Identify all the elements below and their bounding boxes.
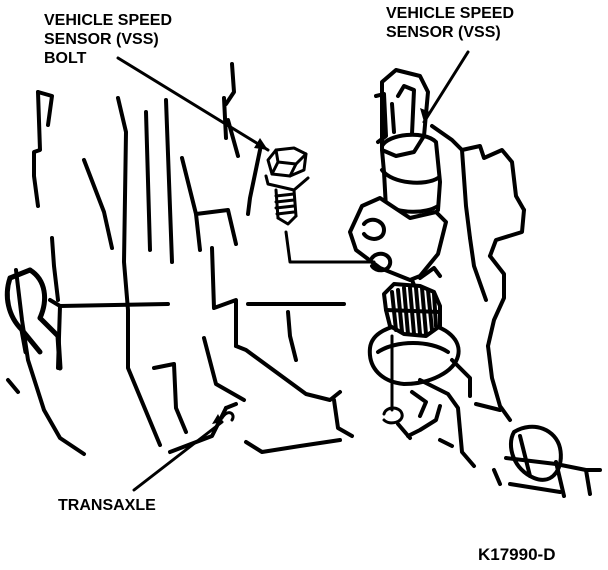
transaxle-housing xyxy=(6,62,602,498)
vss-label-line-1: VEHICLE SPEED xyxy=(386,5,515,22)
vss-label-line-2: SENSOR (VSS) xyxy=(386,24,501,41)
vss-bolt-label: VEHICLE SPEED SENSOR (VSS) BOLT xyxy=(44,11,172,68)
leader-lines xyxy=(116,50,470,492)
vss-bolt-label-line-1: VEHICLE SPEED xyxy=(44,12,173,29)
bolt-alignment-line xyxy=(284,230,376,264)
leader-transaxle xyxy=(132,420,224,492)
vss-sensor xyxy=(348,68,448,338)
shift-fork xyxy=(4,267,63,371)
transaxle-label: TRANSAXLE xyxy=(58,497,156,514)
vss-bolt-label-line-2: SENSOR (VSS) xyxy=(44,31,159,48)
leader-arrowheads xyxy=(212,108,430,424)
leader-vss xyxy=(422,50,470,124)
leader-bolt xyxy=(116,56,270,152)
figure-code: K17990-D xyxy=(478,545,556,564)
vss-bolt xyxy=(264,146,310,226)
shaft-knob xyxy=(508,424,563,482)
gear-alignment-line xyxy=(382,334,404,425)
vss-bolt-label-line-3: BOLT xyxy=(44,50,87,67)
vss-label: VEHICLE SPEED SENSOR (VSS) xyxy=(386,4,514,42)
